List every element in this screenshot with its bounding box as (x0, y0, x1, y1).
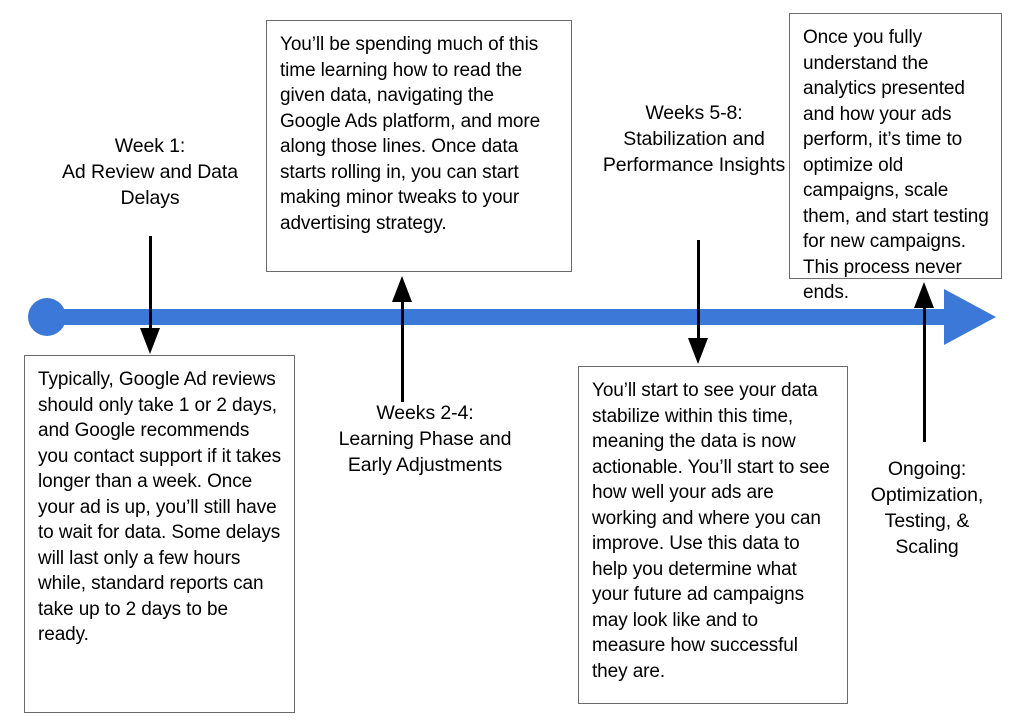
detail-box-ongoing: Once you fully understand the analytics … (789, 13, 1002, 303)
detail-box-weeks-5-8: You’ll start to see your data stabilize … (578, 366, 848, 704)
detail-box-weeks-2-4: You’ll be spending much of this time lea… (266, 20, 572, 272)
timeline-arrowhead-icon (944, 289, 996, 345)
milestone-caption-weeks-2-4: Weeks 2-4: Learning Phase and Early Adju… (338, 402, 512, 476)
milestone-caption-ongoing: Ongoing: Optimization, Testing, & Scalin… (870, 458, 984, 558)
milestone-caption-weeks-5-8: Weeks 5-8: Stabilization and Performance… (602, 102, 786, 176)
detail-box-week-1: Typically, Google Ad reviews should only… (24, 355, 295, 713)
milestone-caption-week-1: Week 1: Ad Review and Data Delays (62, 135, 238, 209)
timeline-line (47, 309, 949, 325)
